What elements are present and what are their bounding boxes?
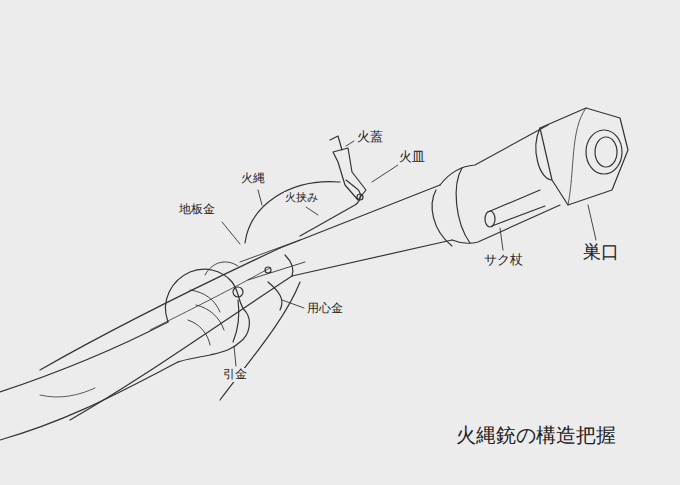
part-label: 火縄 bbox=[240, 172, 266, 186]
leader-line bbox=[234, 346, 236, 366]
leader-line bbox=[306, 207, 318, 215]
bore bbox=[595, 137, 617, 167]
part-label: 火蓋 bbox=[356, 130, 384, 145]
muzzle bbox=[540, 108, 628, 205]
trigger-guard bbox=[268, 282, 282, 310]
muzzle-edge bbox=[536, 128, 552, 180]
part-label: 巣口 bbox=[582, 242, 620, 263]
ramrod bbox=[488, 190, 545, 226]
match-cord bbox=[245, 182, 340, 243]
barrel-line bbox=[292, 240, 452, 276]
part-label: 用心金 bbox=[306, 302, 344, 316]
serpentine bbox=[300, 180, 360, 236]
barrel-band bbox=[432, 190, 452, 246]
stock-line bbox=[40, 248, 280, 370]
part-label: 火挟み bbox=[284, 192, 319, 205]
muzzle-edge bbox=[568, 108, 586, 205]
bore bbox=[586, 130, 622, 174]
barrel-band bbox=[456, 168, 470, 243]
part-label: 火皿 bbox=[398, 150, 426, 165]
arm-detail bbox=[40, 388, 95, 397]
pin bbox=[265, 267, 271, 273]
part-label: サク杖 bbox=[483, 253, 524, 268]
leader-line bbox=[222, 222, 240, 244]
thumb bbox=[205, 262, 238, 275]
arm-line bbox=[0, 322, 168, 392]
part-label: 地板金 bbox=[178, 203, 216, 217]
cord bbox=[220, 282, 300, 400]
arm-line bbox=[0, 362, 178, 440]
pin bbox=[233, 287, 243, 297]
pan-pivot bbox=[357, 194, 363, 200]
leader-line bbox=[346, 141, 354, 146]
hand bbox=[165, 269, 249, 362]
trigger bbox=[233, 300, 239, 342]
leader-lines bbox=[222, 141, 596, 366]
pan-cover-tab bbox=[330, 136, 342, 150]
fingers bbox=[188, 290, 224, 345]
leader-line bbox=[258, 190, 262, 205]
ramrod-end bbox=[485, 211, 495, 227]
pan-cover bbox=[333, 148, 366, 200]
leader-line bbox=[372, 165, 398, 182]
sheet-title: 火縄銃の構造把握 bbox=[455, 424, 617, 447]
leader-line bbox=[282, 300, 304, 308]
leader-line bbox=[588, 205, 596, 240]
stock-line bbox=[70, 276, 292, 420]
lock-plate bbox=[240, 240, 305, 280]
barrel-line bbox=[440, 125, 548, 185]
leader-line bbox=[500, 228, 503, 250]
part-label: 引金 bbox=[222, 368, 248, 382]
barrel-line bbox=[280, 185, 440, 248]
barrel-line bbox=[452, 205, 560, 243]
barrel-ring bbox=[285, 255, 293, 276]
